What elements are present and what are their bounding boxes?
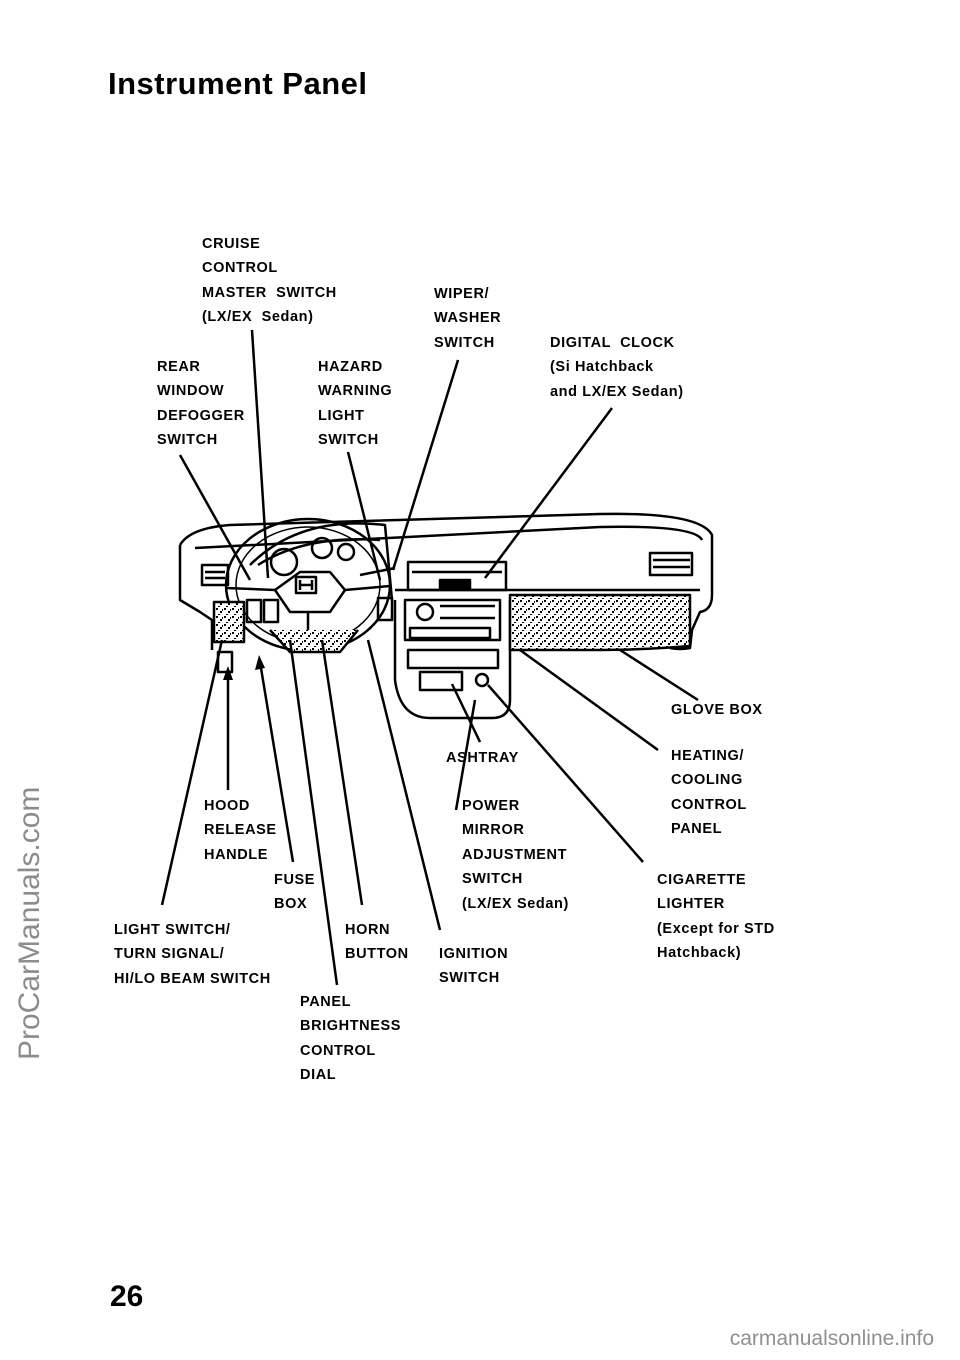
label-light-switch: LIGHT SWITCH/ TURN SIGNAL/ HI/LO BEAM SW… — [114, 922, 271, 987]
label-panel-brightness: PANEL BRIGHTNESS CONTROL DIAL — [300, 994, 402, 1084]
label-glove-box: GLOVE BOX — [671, 702, 763, 718]
label-digital-clock: DIGITAL CLOCK (Si Hatchback and LX/EX Se… — [550, 335, 684, 400]
label-cruise-control: CRUISE CONTROL MASTER SWITCH (LX/EX Seda… — [202, 236, 337, 326]
leader-lines — [160, 329, 699, 986]
footer-site: carmanualsonline.info — [729, 1327, 934, 1350]
label-fuse-box: FUSE BOX — [274, 872, 316, 913]
label-hazard: HAZARD WARNING LIGHT SWITCH — [318, 359, 393, 449]
arrowheads — [223, 655, 265, 680]
label-hood-release: HOOD RELEASE HANDLE — [204, 798, 277, 863]
label-ignition: IGNITION SWITCH — [439, 946, 509, 987]
label-rear-defogger: REAR WINDOW DEFOGGER SWITCH — [157, 359, 245, 449]
label-horn: HORN BUTTON — [345, 922, 409, 963]
label-cigarette-lighter: CIGARETTE LIGHTER (Except for STD Hatchb… — [657, 872, 775, 962]
page-number: 26 — [110, 1280, 144, 1313]
page-title: Instrument Panel — [108, 66, 368, 101]
dashboard-drawing — [178, 512, 714, 720]
label-wiper-washer: WIPER/ WASHER SWITCH — [434, 286, 502, 351]
label-heating-cooling: HEATING/ COOLING CONTROL PANEL — [671, 748, 747, 838]
label-power-mirror: POWER MIRROR ADJUSTMENT SWITCH (LX/EX Se… — [462, 798, 569, 912]
